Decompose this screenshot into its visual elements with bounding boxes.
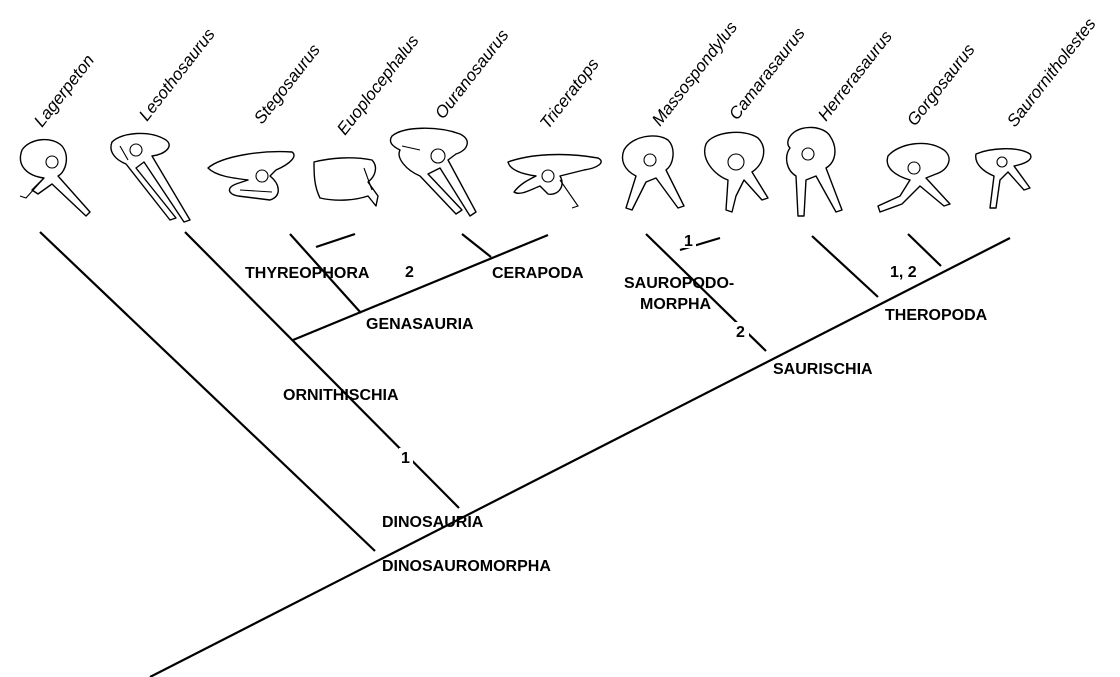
clade-label-ornithischia: ORNITHISCHIA — [283, 387, 399, 404]
clade-label-thyreophora: THYREOPHORA — [245, 265, 370, 282]
clade-label-dinosauria: DINOSAURIA — [382, 514, 484, 531]
taxon-label-stegosaurus: Stegosaurus — [250, 40, 324, 127]
clade-labels: THYREOPHORA CERAPODA GENASAURIA SAUROPOD… — [245, 265, 988, 575]
taxon-label-saurornitholestes: Saurornitholestes — [1003, 14, 1100, 130]
branch-gorgosaurus — [908, 234, 941, 266]
pelvis-lesothosaurus — [111, 133, 190, 222]
taxon-label-herrerasaurus: Herrerasaurus — [814, 27, 896, 125]
character-sauropodomorpha-bottom: 2 — [736, 324, 745, 341]
clade-label-saurischia: SAURISCHIA — [773, 361, 873, 378]
taxon-label-gorgosaurus: Gorgosaurus — [903, 40, 979, 130]
pelvis-gorgosaurus — [878, 143, 950, 212]
clade-label-dinosauromorpha: DINOSAUROMORPHA — [382, 558, 551, 575]
character-sauropodomorpha-top: 1 — [684, 233, 693, 250]
tree-branches — [40, 232, 1010, 677]
taxon-label-triceratops: Triceratops — [536, 54, 603, 132]
clade-label-sauropodomorpha-line1: SAUROPODO- — [624, 275, 734, 292]
character-theropoda: 1, 2 — [890, 264, 917, 281]
pelvis-herrerasaurus — [787, 127, 842, 216]
pelvis-euoplocephalus — [314, 158, 378, 206]
taxon-label-camarasaurus: Camarasaurus — [725, 24, 809, 124]
taxon-labels: Lagerpeton Lesothosaurus Stegosaurus Euo… — [30, 14, 1100, 138]
pelvis-illustrations — [20, 127, 1031, 222]
clade-label-genasauria: GENASAURIA — [366, 316, 474, 333]
branch-ouranosaurus — [462, 234, 491, 257]
clade-label-theropoda: THEROPODA — [885, 307, 988, 324]
pelvis-massospondylus — [623, 136, 685, 210]
character-genasauria: 2 — [405, 264, 414, 281]
pelvis-ouranosaurus — [390, 128, 476, 216]
branch-euoplocephalus — [316, 234, 355, 247]
branch-herrerasaurus — [812, 236, 878, 297]
pelvis-stegosaurus — [208, 152, 294, 200]
pelvis-camarasaurus — [705, 132, 768, 212]
trunk-line — [150, 238, 1010, 677]
pelvis-triceratops — [508, 155, 601, 208]
taxon-label-euoplocephalus: Euoplocephalus — [333, 31, 423, 138]
character-ornithischia: 1 — [401, 450, 410, 467]
clade-label-sauropodomorpha-line2: MORPHA — [640, 296, 712, 313]
taxon-label-lesothosaurus: Lesothosaurus — [135, 24, 219, 124]
clade-label-cerapoda: CERAPODA — [492, 265, 584, 282]
taxon-label-ouranosaurus: Ouranosaurus — [431, 25, 513, 122]
pelvis-lagerpeton — [20, 140, 90, 216]
taxon-label-lagerpeton: Lagerpeton — [30, 51, 98, 130]
pelvis-saurornitholestes — [976, 149, 1031, 208]
